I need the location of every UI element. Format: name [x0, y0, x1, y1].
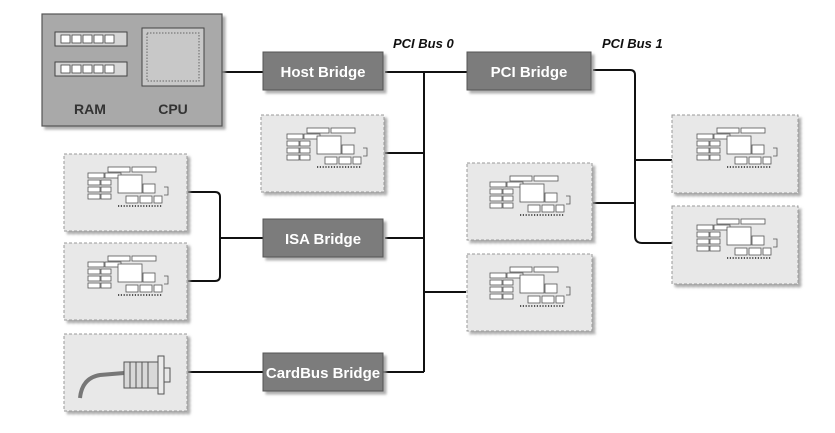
ram-label: RAM: [74, 101, 106, 117]
cardbus-connector-icon: [78, 355, 171, 399]
pci-bus1-card-2: [671, 205, 799, 285]
cardbus-bridge: CardBus Bridge: [262, 352, 384, 392]
isa-bridge: ISA Bridge: [262, 218, 384, 258]
cardbus-card: [63, 333, 188, 412]
host-bridge: Host Bridge: [262, 51, 384, 91]
bus-connection-lines: [188, 69, 672, 373]
pci-bus0-card: [260, 114, 385, 193]
pci-bus0-card-2: [466, 162, 593, 241]
pci-bridge-label: PCI Bridge: [491, 64, 568, 81]
isa-card-1: [63, 153, 188, 232]
host-bridge-label: Host Bridge: [280, 64, 365, 81]
pci-bus-1-label: PCI Bus 1: [602, 36, 663, 51]
ram-module-icon: [54, 31, 128, 77]
isa-card-2: [63, 242, 188, 321]
pci-bus-0-label: PCI Bus 0: [393, 36, 454, 51]
host-system: RAM CPU: [41, 13, 223, 127]
pci-bridge: PCI Bridge: [466, 51, 592, 91]
pci-bus0-card-3: [466, 253, 593, 332]
cpu-label: CPU: [158, 101, 188, 117]
cpu-chip-icon: [141, 27, 205, 87]
pci-bus1-card-1: [671, 114, 799, 194]
isa-bridge-label: ISA Bridge: [285, 231, 361, 248]
cardbus-bridge-label: CardBus Bridge: [266, 365, 380, 382]
